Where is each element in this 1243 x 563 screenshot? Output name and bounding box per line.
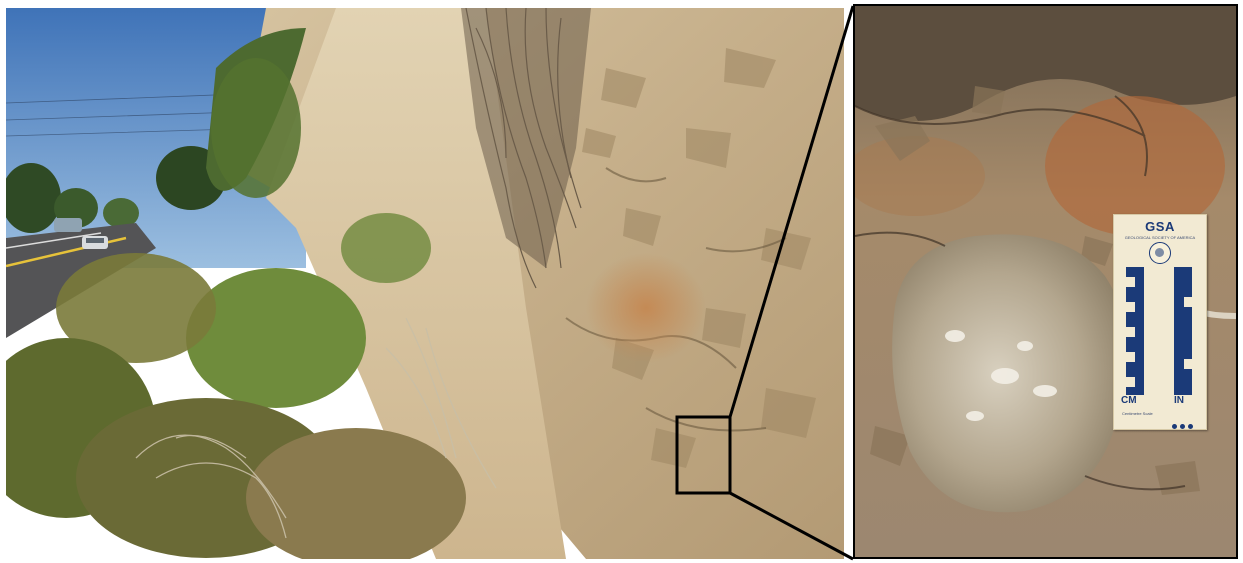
dark-crust — [855, 6, 1236, 121]
vine-mass — [461, 8, 591, 268]
scale-card: GSA GEOLOGICAL SOCIETY OF AMERICA CM IN … — [1113, 214, 1207, 430]
boulder-sparkles — [945, 330, 1057, 421]
parked-cars — [54, 218, 108, 249]
overview-photo — [6, 8, 844, 559]
scale-card-footer: Centimetre Scale — [1122, 411, 1153, 416]
overview-scene — [6, 8, 844, 559]
green-shrubs — [6, 28, 466, 559]
iron-oxide-zone — [1045, 96, 1225, 236]
road-edge-line — [6, 232, 102, 249]
clasts — [870, 86, 1200, 495]
soil-cracks — [855, 95, 1186, 491]
scale-dots — [1172, 416, 1196, 434]
inset-box — [675, 415, 732, 495]
cm-scale-bar — [1126, 267, 1144, 395]
in-unit-label: IN — [1174, 395, 1184, 406]
cm-unit-label: CM — [1121, 395, 1137, 406]
gsa-seal-icon — [1149, 242, 1171, 264]
scale-card-subtitle: GEOLOGICAL SOCIETY OF AMERICA — [1124, 235, 1196, 240]
close-up-scene — [855, 6, 1236, 557]
rust-stain — [586, 253, 706, 363]
dry-brush — [135, 317, 497, 539]
in-scale-bar — [1174, 267, 1192, 395]
scale-card-title: GSA — [1145, 219, 1175, 234]
close-up-photo: GSA GEOLOGICAL SOCIETY OF AMERICA CM IN … — [853, 4, 1238, 559]
